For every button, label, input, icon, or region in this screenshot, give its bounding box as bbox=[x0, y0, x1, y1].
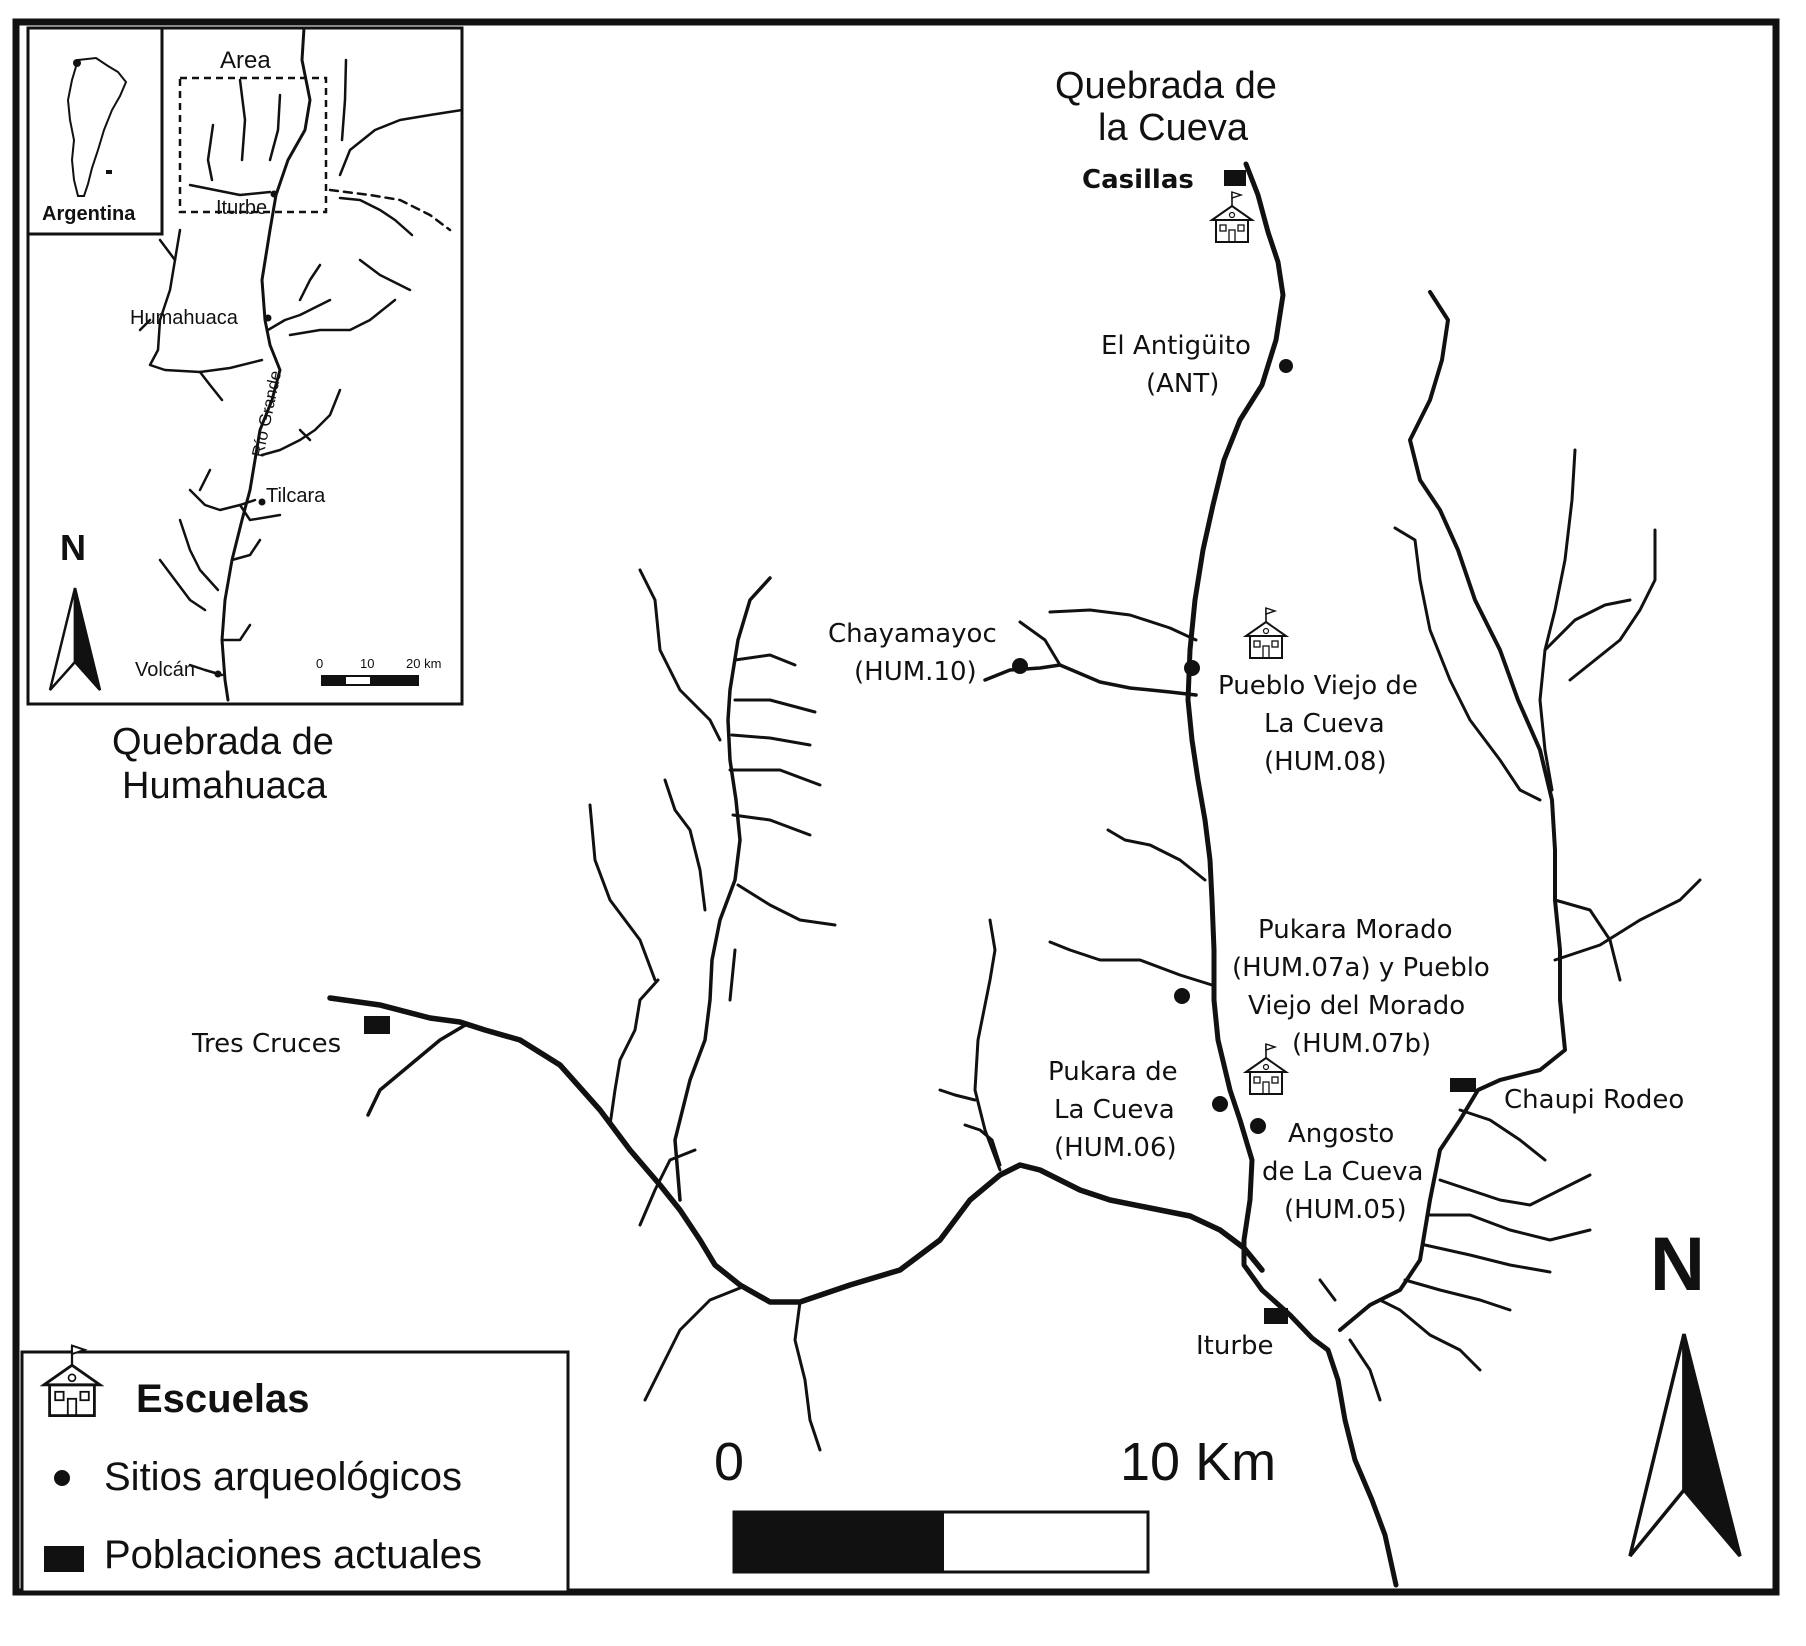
legend-box bbox=[20, 1350, 570, 1594]
inset-iturbe-label: Iturbe bbox=[216, 197, 267, 219]
chayamayoc-label-line2: (HUM.10) bbox=[854, 657, 977, 687]
pukara-morado-label-line4: (HUM.07b) bbox=[1292, 1029, 1431, 1059]
inset-title-line1: Quebrada de bbox=[112, 721, 334, 763]
pukara-morado-label-line1: Pukara Morado bbox=[1258, 915, 1453, 945]
chayamayoc-label-line1: Chayamayoc bbox=[828, 619, 997, 649]
pukara-morado-label-line2: (HUM.07a) y Pueblo bbox=[1232, 953, 1490, 983]
inset-country-label: Argentina bbox=[42, 203, 136, 225]
pukara-morado-label-line3: Viejo del Morado bbox=[1248, 991, 1465, 1021]
area-box bbox=[178, 76, 328, 214]
pukara-cueva-label-line2: La Cueva bbox=[1054, 1095, 1175, 1125]
town-marker-iturbe bbox=[1264, 1308, 1288, 1324]
region-title-line1: Quebrada de bbox=[1055, 65, 1277, 107]
scale-start-label: 0 bbox=[714, 1432, 744, 1492]
inset-north-letter: N bbox=[60, 527, 86, 568]
inset-humahuaca-label: Humahuaca bbox=[130, 307, 239, 329]
inset-scale-zero: 0 bbox=[316, 656, 323, 671]
legend-site-marker bbox=[54, 1470, 70, 1486]
angosto-cueva-label-line3: (HUM.05) bbox=[1284, 1195, 1407, 1225]
tres-cruces-label: Tres Cruces bbox=[191, 1029, 341, 1059]
inset-scale-ten: 10 bbox=[360, 656, 374, 671]
pukara-cueva-label-line3: (HUM.06) bbox=[1054, 1133, 1177, 1163]
inset-tilcara-label: Tilcara bbox=[266, 485, 326, 507]
town-marker-tres-cruces bbox=[364, 1016, 390, 1034]
area-label: Area bbox=[220, 47, 271, 74]
region-title-line2: la Cueva bbox=[1098, 107, 1249, 149]
pueblo-viejo-cueva-label-line1: Pueblo Viejo de bbox=[1218, 671, 1418, 701]
inset-volcan-label: Volcán bbox=[135, 659, 195, 681]
casillas-label: Casillas bbox=[1082, 165, 1194, 195]
legend-sites-label: Sitios arqueológicos bbox=[104, 1455, 462, 1499]
angosto-cueva-label-line1: Angosto bbox=[1288, 1119, 1394, 1149]
scale-end-label: 10 Km bbox=[1120, 1432, 1276, 1492]
site-marker-chayamayoc bbox=[1012, 658, 1028, 674]
river-network bbox=[327, 161, 1702, 1588]
inset-map: Argentina bbox=[26, 26, 464, 706]
inset-title-line2: Humahuaca bbox=[122, 765, 328, 807]
site-marker-pueblo-viejo-cueva bbox=[1184, 660, 1200, 676]
angosto-cueva-label-line2: de La Cueva bbox=[1262, 1157, 1423, 1187]
site-marker-angosto-cueva bbox=[1250, 1118, 1266, 1134]
chaupi-rodeo-label: Chaupi Rodeo bbox=[1504, 1085, 1684, 1115]
north-letter: N bbox=[1650, 1222, 1705, 1307]
inset-scale-bar: 0 10 20 km bbox=[316, 656, 441, 686]
pukara-cueva-label-line1: Pukara de bbox=[1048, 1057, 1178, 1087]
site-marker-pukara-morado bbox=[1174, 988, 1190, 1004]
scale-bar: 0 10 Km bbox=[714, 1432, 1276, 1574]
el-antiguito-label-line1: El Antigüito bbox=[1101, 331, 1251, 361]
inset-river-network bbox=[138, 26, 464, 702]
el-antiguito-label-line2: (ANT) bbox=[1146, 369, 1219, 399]
iturbe-label: Iturbe bbox=[1196, 1331, 1274, 1361]
site-marker-pukara-cueva bbox=[1212, 1096, 1228, 1112]
legend: Escuelas Sitios arqueológicos Poblacione… bbox=[20, 1344, 570, 1594]
inset-scale-twenty: 20 km bbox=[406, 656, 441, 671]
pueblo-viejo-cueva-label-line3: (HUM.08) bbox=[1264, 747, 1387, 777]
north-arrow bbox=[1628, 1333, 1742, 1558]
legend-town-marker bbox=[44, 1546, 84, 1572]
site-marker-el-antiguito bbox=[1279, 359, 1293, 373]
inset-north-arrow bbox=[48, 587, 102, 691]
town-marker-chaupi-rodeo bbox=[1450, 1078, 1476, 1092]
pueblo-viejo-cueva-label-line2: La Cueva bbox=[1264, 709, 1385, 739]
argentina-outline bbox=[66, 56, 128, 197]
town-marker-casillas bbox=[1224, 170, 1246, 186]
legend-towns-label: Poblaciones actuales bbox=[104, 1533, 482, 1577]
legend-schools-label: Escuelas bbox=[136, 1377, 309, 1421]
